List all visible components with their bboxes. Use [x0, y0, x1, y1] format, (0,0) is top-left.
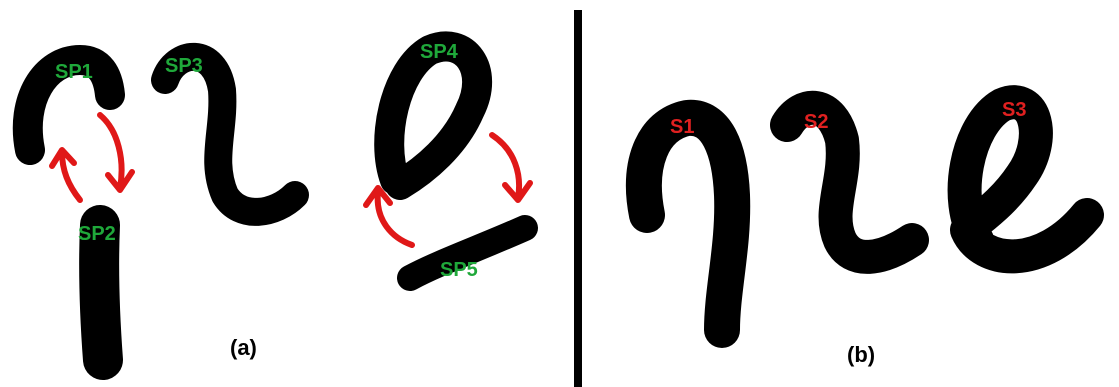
stroke-s1	[626, 99, 751, 348]
arrow-sp4-to-sp5	[489, 132, 533, 203]
segment-sp1	[12, 45, 125, 165]
label-sp3: SP3	[165, 55, 203, 77]
label-s1: S1	[670, 116, 694, 138]
label-s3: S3	[1002, 99, 1026, 121]
arrow-sp2-to-sp1	[49, 147, 83, 203]
panel-a-canvas: SP1 SP2 SP3 SP4 SP5 (a)	[12, 31, 538, 380]
caption-a: (a)	[230, 335, 257, 360]
segment-sp2	[79, 205, 123, 380]
stroke-s3	[947, 85, 1104, 274]
label-sp5: SP5	[440, 259, 478, 281]
segment-sp4	[374, 31, 493, 200]
arrow-sp1-to-sp2	[97, 112, 135, 193]
segment-sp3	[151, 42, 309, 226]
caption-b: (b)	[847, 342, 875, 367]
label-sp1: SP1	[55, 61, 93, 83]
label-sp4: SP4	[420, 41, 459, 63]
label-sp2: SP2	[78, 223, 116, 245]
label-s2: S2	[804, 111, 828, 133]
segment-sp5	[397, 215, 538, 291]
arrow-sp5-to-sp4	[363, 185, 415, 248]
stroke-s2	[770, 90, 929, 274]
panel-divider	[574, 10, 582, 387]
panel-b: S1 S2 S3 (b)	[582, 0, 1119, 387]
panel-b-canvas: S1 S2 S3 (b)	[626, 85, 1104, 367]
panel-a: SP1 SP2 SP3 SP4 SP5 (a)	[12, 31, 538, 380]
